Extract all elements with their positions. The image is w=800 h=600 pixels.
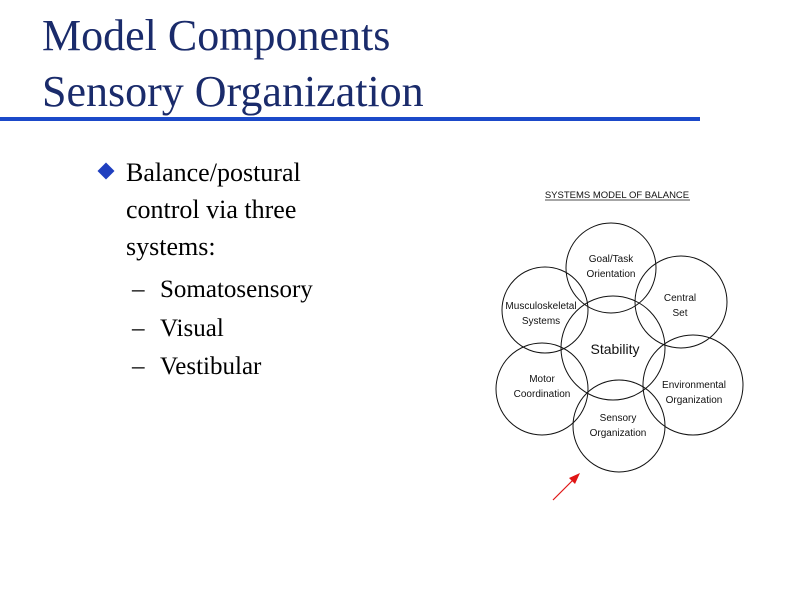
- node-motor-line1: Motor: [529, 374, 555, 385]
- node-sensory-line1: Sensory: [600, 413, 637, 424]
- diagram-canvas: SYSTEMS MODEL OF BALANCE Goal/Task Orien…: [495, 190, 744, 501]
- bullet-text-line-3: systems:: [126, 232, 216, 261]
- sub-bullet-somatosensory: – Somatosensory: [132, 271, 360, 310]
- node-central-line2: Set: [672, 308, 687, 319]
- circle-motor: [495, 342, 589, 436]
- red-arrow-icon: [552, 473, 580, 501]
- sub-bullet-label: Somatosensory: [160, 276, 313, 303]
- systems-model-diagram: SYSTEMS MODEL OF BALANCE Goal/Task Orien…: [495, 180, 755, 510]
- slide-title: Model Components Sensory Organization: [42, 8, 424, 120]
- sub-bullet-vestibular: – Vestibular: [132, 348, 360, 387]
- diamond-bullet-icon: [97, 162, 115, 180]
- node-musculo-line1: Musculoskeletal: [505, 301, 576, 312]
- node-goal-line1: Goal/Task: [589, 254, 634, 265]
- dash-bullet-icon: –: [132, 314, 145, 342]
- node-stability: Stability: [590, 341, 639, 357]
- title-line-1: Model Components: [42, 11, 391, 60]
- bullet-list: Balance/postural control via three syste…: [97, 154, 360, 387]
- sub-bullet-label: Vestibular: [160, 353, 262, 380]
- node-environment-line1: Environmental: [662, 380, 726, 391]
- bullet-text-line-2: control via three: [126, 195, 297, 224]
- node-musculo-line2: Systems: [522, 316, 560, 327]
- sub-bullet-label: Visual: [160, 314, 224, 342]
- dash-bullet-icon: –: [132, 276, 145, 303]
- bullet-text-line-1: Balance/postural: [126, 158, 301, 187]
- sub-bullet-list: – Somatosensory – Visual – Vestibular: [132, 271, 360, 387]
- diagram-heading: SYSTEMS MODEL OF BALANCE: [545, 190, 689, 201]
- circle-musculoskeletal: [501, 266, 589, 354]
- circle-stability: [560, 295, 666, 401]
- node-motor-line2: Coordination: [514, 389, 571, 400]
- circle-environmental: [642, 334, 744, 436]
- circle-sensory: [572, 379, 666, 473]
- circle-central-set: [634, 255, 728, 349]
- circle-goal-task: [565, 222, 657, 314]
- title-underline: [0, 117, 700, 121]
- node-sensory-line2: Organization: [590, 428, 647, 439]
- arrow-shaft: [552, 478, 575, 501]
- bullet-item-balance: Balance/postural control via three syste…: [97, 154, 360, 265]
- node-environment-line2: Organization: [666, 395, 723, 406]
- sub-bullet-visual: – Visual: [132, 310, 360, 349]
- dash-bullet-icon: –: [132, 353, 145, 380]
- node-central-line1: Central: [664, 293, 696, 304]
- node-goal-line2: Orientation: [587, 269, 636, 280]
- title-line-2: Sensory Organization: [42, 67, 424, 116]
- arrow-head: [569, 473, 580, 484]
